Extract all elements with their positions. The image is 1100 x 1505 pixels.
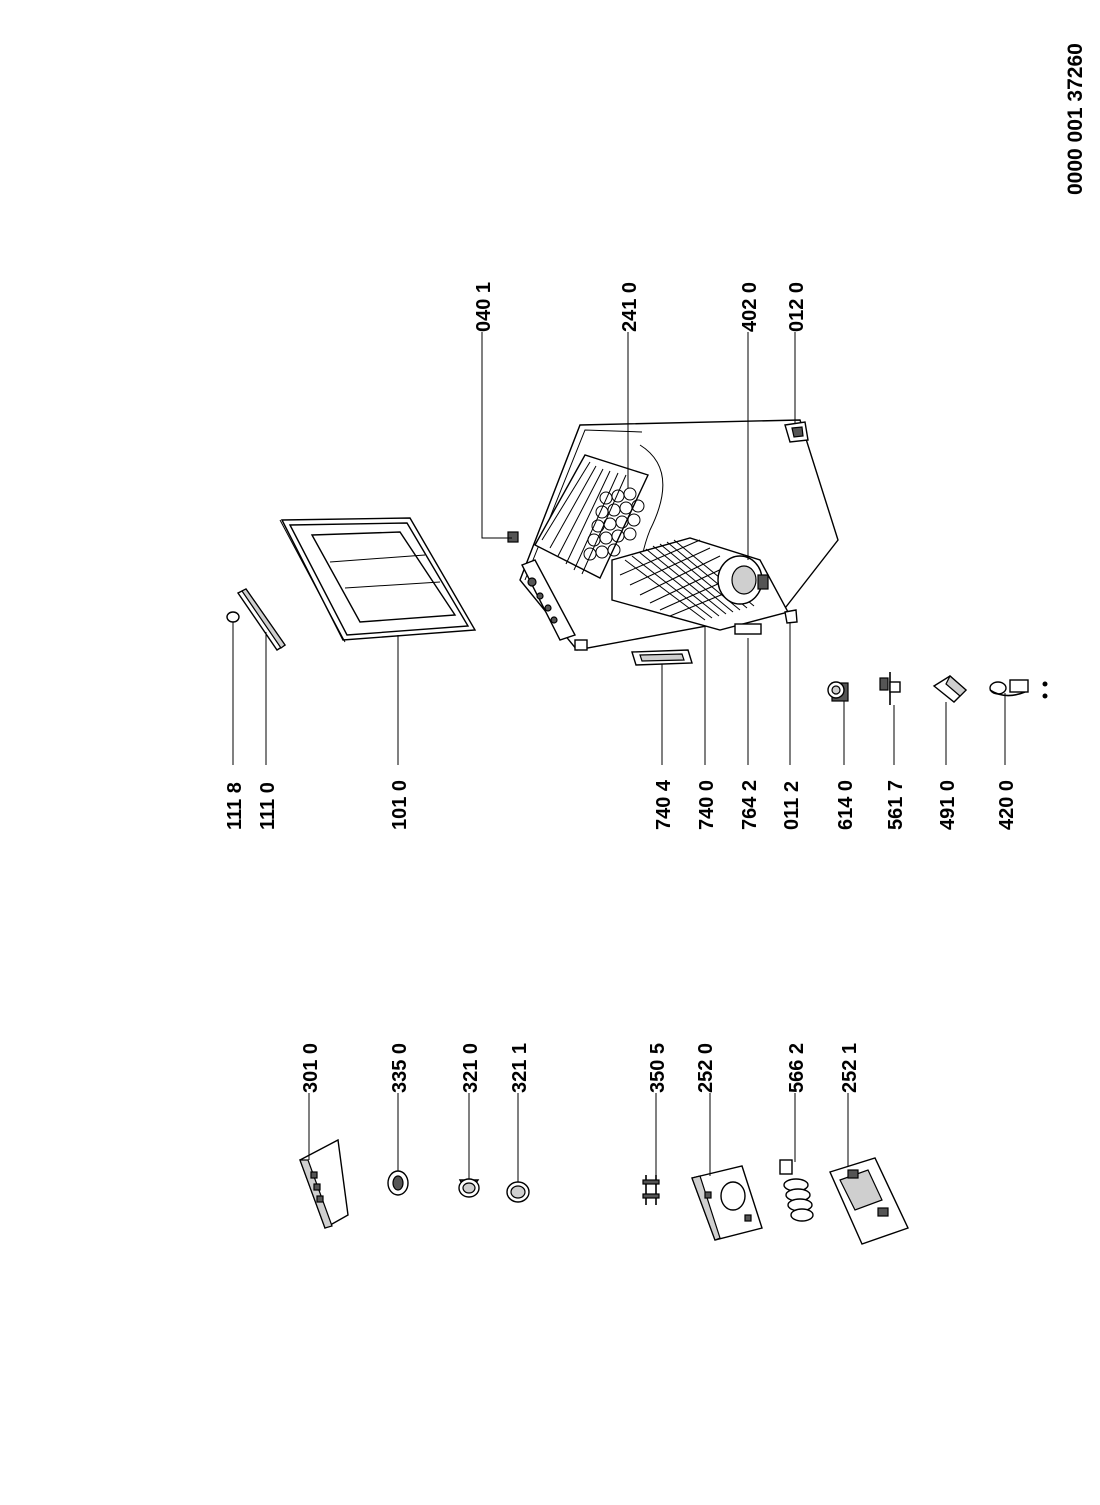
label-252-1: 252 1 xyxy=(839,1043,861,1093)
label-252-0: 252 0 xyxy=(695,1043,717,1093)
part-491-0-cover xyxy=(932,675,968,765)
part-566-2-thermostat-sensor xyxy=(779,1093,814,1222)
part-cabinet xyxy=(507,419,839,651)
part-101-0-door xyxy=(279,517,477,765)
part-111-8-handle-cap xyxy=(226,611,240,765)
part-321-1-lamp-cover xyxy=(506,1093,530,1203)
label-491-0: 491 0 xyxy=(937,780,959,830)
label-350-5: 350 5 xyxy=(647,1043,669,1093)
label-012-0: 012 0 xyxy=(786,282,808,332)
label-561-7: 561 7 xyxy=(885,780,907,830)
label-321-0: 321 0 xyxy=(460,1043,482,1093)
label-402-0: 402 0 xyxy=(739,282,761,332)
label-764-2: 764 2 xyxy=(739,780,761,830)
label-241-0: 241 0 xyxy=(619,282,641,332)
label-614-0: 614 0 xyxy=(835,780,857,830)
label-740-4: 740 4 xyxy=(653,779,675,830)
part-335-0-knob xyxy=(387,1093,409,1196)
label-101-0: 101 0 xyxy=(389,780,411,830)
part-301-0-control-panel xyxy=(299,1093,349,1230)
label-566-2: 566 2 xyxy=(786,1043,808,1093)
label-011-2: 011 2 xyxy=(781,781,803,830)
part-350-5-connector xyxy=(642,1093,660,1205)
label-301-0: 301 0 xyxy=(300,1043,322,1093)
part-111-0-handle xyxy=(236,588,286,765)
label-420-0: 420 0 xyxy=(996,780,1018,830)
label-321-1: 321 1 xyxy=(509,1043,531,1093)
part-561-7-overload xyxy=(879,672,901,765)
part-740-4-drain-channel xyxy=(631,649,693,765)
part-321-0-lamp-cover xyxy=(458,1093,480,1198)
basket-grid xyxy=(583,487,645,561)
label-335-0: 335 0 xyxy=(389,1043,411,1093)
document-number: 0000 001 37260 xyxy=(1064,43,1087,195)
part-420-0-power-cord xyxy=(989,679,1048,765)
label-740-0: 740 0 xyxy=(696,780,718,830)
label-040-1: 040 1 xyxy=(473,282,495,332)
leader-040-1 xyxy=(481,332,512,539)
label-111-8: 111 8 xyxy=(224,782,246,830)
part-252-0-thermostat xyxy=(691,1093,763,1241)
part-614-0-relay xyxy=(827,681,849,765)
label-111-0: 111 0 xyxy=(257,782,279,830)
part-252-1-bracket xyxy=(829,1093,909,1245)
